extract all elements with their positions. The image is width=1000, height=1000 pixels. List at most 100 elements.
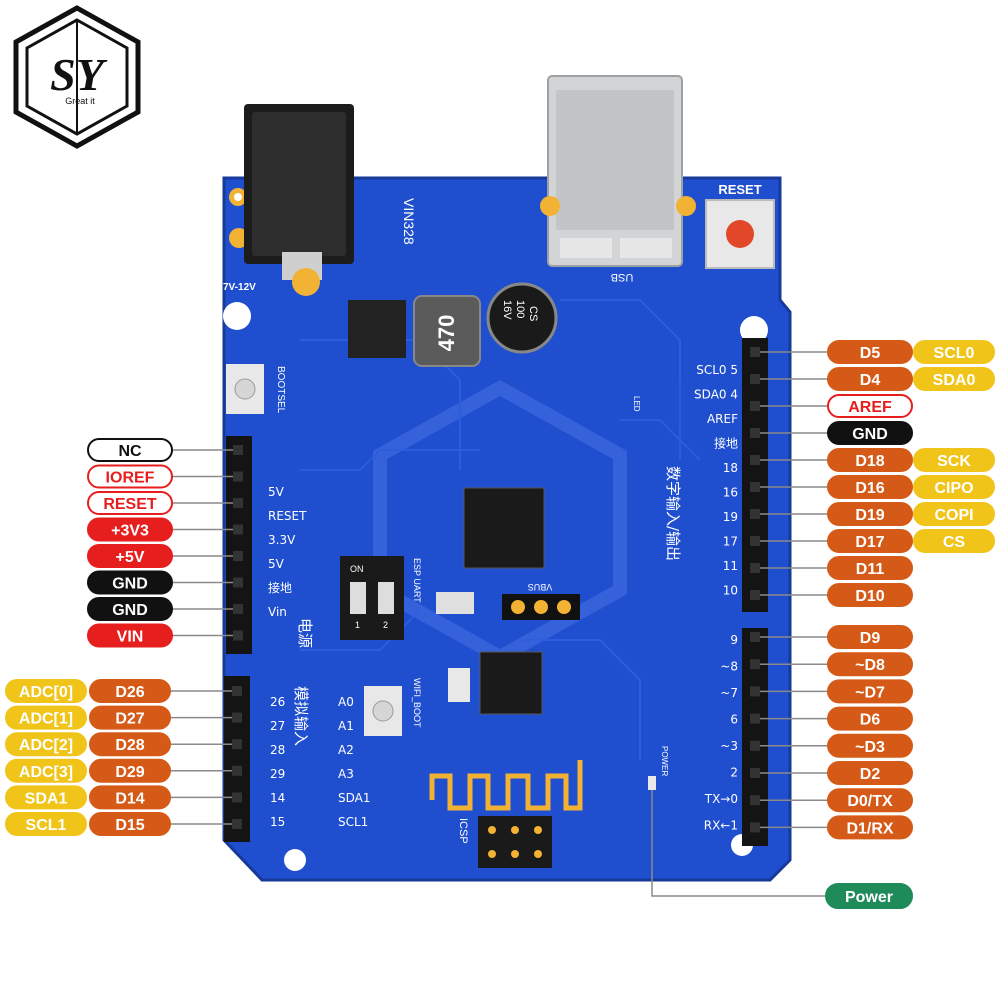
capacitor: CS 100 16V <box>486 282 558 354</box>
pin-label-reset: RESET <box>87 491 173 515</box>
left-analog-silk-num: 26 <box>270 695 285 709</box>
header-pin <box>232 792 242 803</box>
reset-silk-label: RESET <box>718 182 761 197</box>
pin-alt-adc3: ADC[3] <box>5 758 87 783</box>
pin-alt-cs-shape <box>913 529 995 553</box>
header-pin <box>750 509 760 519</box>
left-power-header <box>226 436 252 654</box>
header-pin <box>750 795 760 806</box>
icsp-label: ICSP <box>457 818 469 844</box>
pin-label-d27-text: D27 <box>115 711 144 728</box>
usb-silk-label: USB <box>611 271 634 283</box>
dc-power-jack: 7V-12V <box>223 104 354 296</box>
pin-label-nc-text: NC <box>118 443 142 460</box>
left-power-silk: 接地 <box>268 580 292 595</box>
header-pin <box>750 401 760 411</box>
pin-label-d27: D27 <box>89 705 171 730</box>
pin-label-d5: D5 <box>827 340 913 364</box>
header-pin <box>750 590 760 600</box>
pin-alt-adc2-text: ADC[2] <box>19 737 73 754</box>
pin-label-3v3-shape <box>87 517 173 542</box>
pin-label-aref-text: AREF <box>848 399 892 416</box>
header-pin <box>232 712 242 723</box>
vin-silk-text: VIN328 <box>401 198 417 245</box>
pin-label-d2-text: D2 <box>860 766 881 783</box>
pin-label-d29-shape <box>89 758 171 783</box>
pin-label-d11: D11 <box>827 556 913 580</box>
pin-label-d15-text: D15 <box>115 817 144 834</box>
pin-alt-copi-text: COPI <box>934 507 973 524</box>
pin-label-d17-shape <box>827 529 913 553</box>
header-pin <box>750 768 760 778</box>
pin-label-aref-shape <box>827 394 913 418</box>
power-led-label-shape <box>825 883 913 909</box>
left-analog-silk-name: SDA1 <box>338 791 371 805</box>
pin-alt-sda1-text: SDA1 <box>25 790 68 807</box>
header-pin <box>750 428 760 438</box>
pin-label-gnd: GND <box>87 570 173 595</box>
pin-alt-adc3-text: ADC[3] <box>19 764 73 781</box>
pin-label-5v-shape <box>87 544 173 568</box>
pin-label-d14-text: D14 <box>115 790 144 807</box>
pin-label-gnd-text: GND <box>112 602 148 619</box>
pin-label-ioref-text: IOREF <box>106 470 155 487</box>
capacitor-line-1: CS <box>527 306 539 321</box>
pin-label-gnd-text: GND <box>852 426 888 443</box>
pin-label-d15: D15 <box>89 812 171 836</box>
pin-label-d0tx-shape <box>827 788 913 813</box>
bootsel-button[interactable]: BOOTSEL <box>226 364 286 414</box>
header-pin <box>233 498 243 508</box>
left-analog-silk-num: 27 <box>270 719 285 733</box>
pin-label-d19: D19 <box>827 502 913 526</box>
pin-label-d5-shape <box>827 340 913 364</box>
right-bottom-silk: ~7 <box>720 686 738 700</box>
pin-alt-cs: CS <box>913 529 995 553</box>
pin-alt-sda0-shape <box>913 367 995 391</box>
pin-label-d8-shape <box>827 652 913 677</box>
jack-voltage-label: 7V-12V <box>223 282 256 293</box>
pin-label-d26-text: D26 <box>115 684 144 701</box>
pin-alt-cipo: CIPO <box>913 475 995 499</box>
pin-label-vin-text: VIN <box>117 629 144 646</box>
main-microcontroller <box>463 487 545 569</box>
inductor-value: 470 <box>434 315 459 352</box>
wifi-boot-label: WIFI_BOOT <box>412 678 422 728</box>
right-top-silk: SCL0 5 <box>696 363 738 377</box>
pin-label-d2: D2 <box>827 761 913 785</box>
header-pin <box>232 686 242 696</box>
pin-label-d17: D17 <box>827 529 913 553</box>
pin-label-d10-shape <box>827 583 913 607</box>
reset-button[interactable]: RESET <box>705 182 775 269</box>
pin-alt-adc3-shape <box>5 758 87 783</box>
pin-label-d28-text: D28 <box>115 737 144 754</box>
pin-alt-adc1-text: ADC[1] <box>19 711 73 728</box>
dip-switch[interactable]: ON 1 2 <box>340 556 404 640</box>
pin-label-ioref: IOREF <box>87 464 173 489</box>
pin-label-d14: D14 <box>89 785 171 810</box>
power-leader-line <box>651 790 826 897</box>
header-pin <box>750 374 760 384</box>
left-analog-silk-num: 14 <box>270 791 285 805</box>
pin-label-vin: VIN <box>87 623 173 648</box>
pin-label-d9-text: D9 <box>860 630 881 647</box>
pin-alt-adc0-shape <box>5 679 87 703</box>
pin-label-d16-shape <box>827 475 913 499</box>
pin-label-5v: +5V <box>87 544 173 568</box>
pin-label-d18: D18 <box>827 448 913 472</box>
pin-alt-sck-text: SCK <box>937 453 971 470</box>
pin-label-d16: D16 <box>827 475 913 499</box>
analog-silk: 模拟输入 <box>292 686 310 746</box>
capacitor-line-2: 100 <box>514 300 526 318</box>
left-analog-silk-name: A1 <box>338 719 354 733</box>
wifi-boot-button[interactable]: WIFI_BOOT <box>364 678 422 736</box>
left-power-silk: Vin <box>268 605 287 619</box>
header-pin <box>233 524 243 535</box>
header-pin <box>233 630 243 641</box>
pin-label-5v-text: +5V <box>116 549 145 566</box>
header-pin <box>233 604 243 614</box>
left-power-silk: 3.3V <box>268 533 296 547</box>
header-pin <box>750 659 760 670</box>
left-power-silk: 5V <box>268 485 285 499</box>
right-bottom-silk: TX→0 <box>704 792 738 806</box>
pin-label-gnd-shape <box>827 421 913 445</box>
